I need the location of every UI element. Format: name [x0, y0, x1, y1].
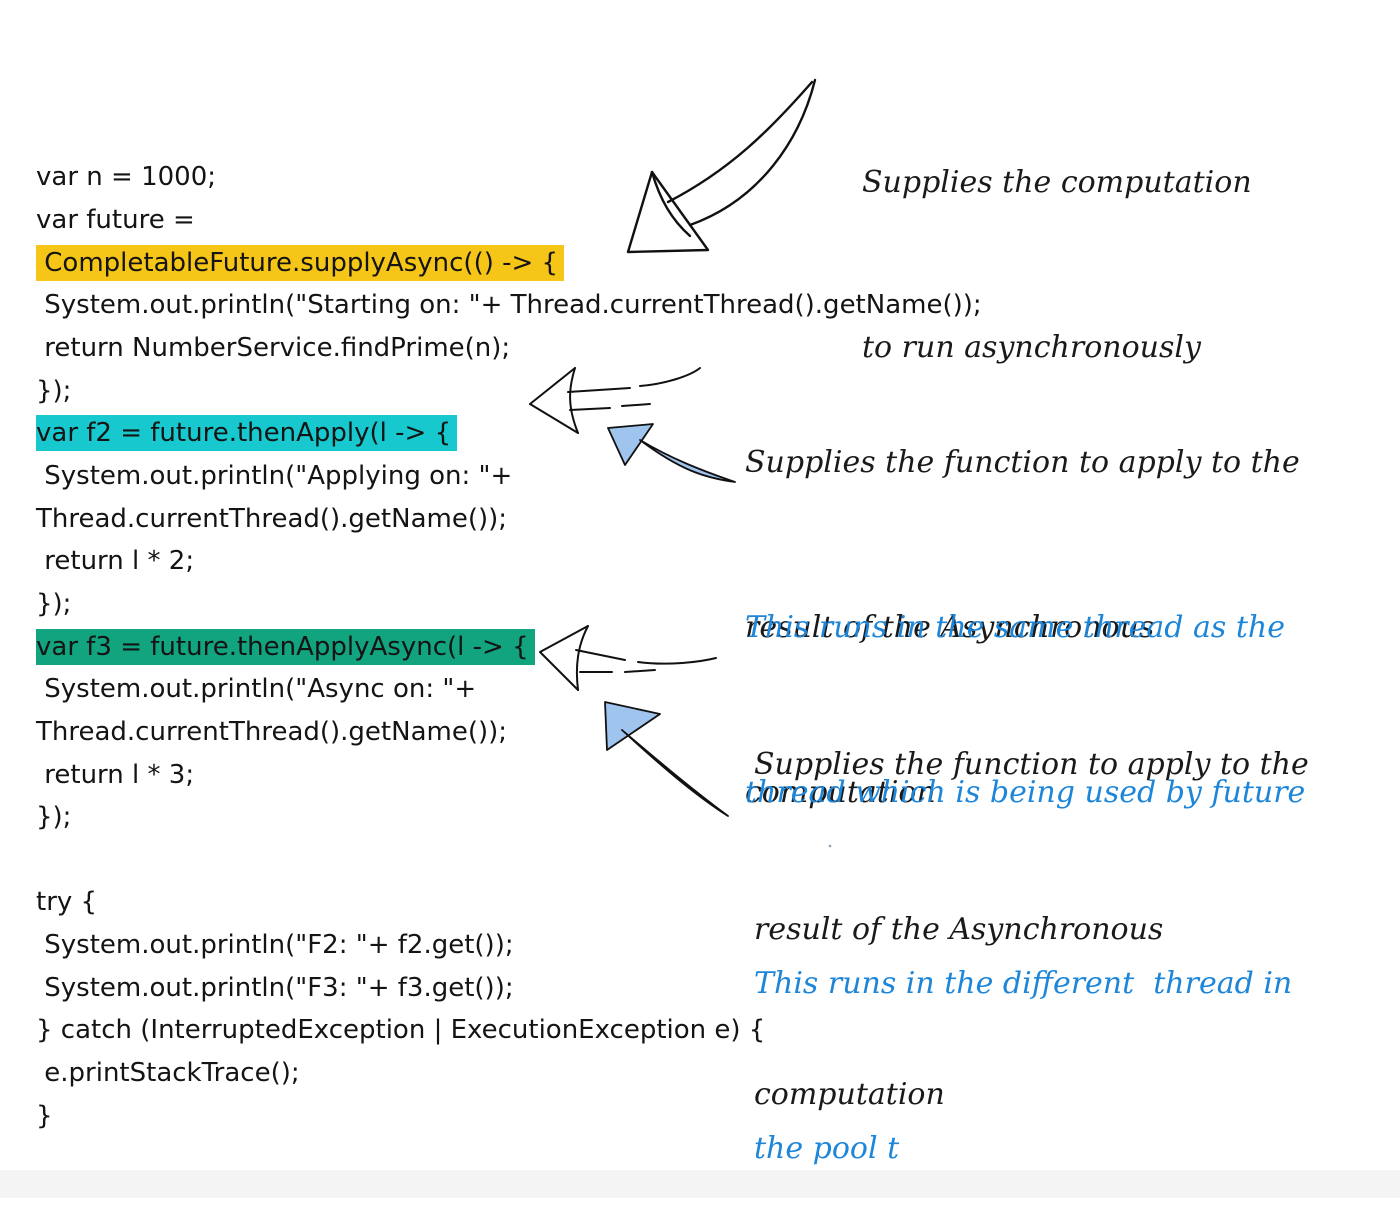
note-then-apply-async: Supplies the function to apply to the re…: [754, 627, 1309, 1177]
note-then-apply: Supplies the function to apply to the re…: [745, 325, 1300, 875]
note-line: result of the Asynchronous: [745, 610, 1155, 645]
note-line: computation: [745, 775, 936, 810]
code-line: System.out.println("Async on: "+: [36, 674, 477, 704]
note-line: This runs in the same thread as the: [745, 610, 1285, 645]
code-line-highlight-supply-async: CompletableFuture.supplyAsync(() -> {: [36, 245, 565, 281]
code-line: });: [36, 589, 72, 619]
stray-dot: [828, 844, 832, 848]
note-different-thread: This runs in the different thread in the…: [754, 846, 1292, 1231]
code-line: System.out.println("F3: "+ f3.get());: [36, 973, 514, 1003]
note-supply-async: Supplies the computation to run asynchro…: [862, 45, 1252, 430]
arrow-then-apply-async-outline: [539, 625, 717, 691]
code-line-highlight-then-apply-async: var f3 = future.thenApplyAsync(l -> {: [36, 629, 535, 665]
code-line: Thread.currentThread().getName());: [36, 717, 508, 747]
note-line: result of the Asynchronous: [754, 912, 1164, 947]
note-line: Supplies the computation: [862, 165, 1252, 200]
note-line: thread which is being used by future: [745, 775, 1306, 810]
code-line: }: [36, 1101, 53, 1131]
code-line: var future =: [36, 205, 195, 235]
arrow-supply-async: [626, 78, 817, 254]
code-line: try {: [36, 887, 98, 917]
code-line: System.out.println("F2: "+ f2.get());: [36, 930, 514, 960]
code-line: });: [36, 376, 72, 406]
note-line: This runs in the different thread in: [754, 966, 1293, 1001]
code-line-highlight-then-apply: var f2 = future.thenApply(l -> {: [36, 415, 458, 451]
code-line: var n = 1000;: [36, 162, 216, 192]
note-line: the pool t: [754, 1131, 900, 1166]
note-line: Supplies the function to apply to the: [754, 747, 1309, 782]
annotation-arrows: [529, 78, 832, 848]
note-line: computation: [754, 1077, 945, 1112]
code-line: return NumberService.findPrime(n);: [36, 333, 511, 363]
note-line: Supplies the function to apply to the: [745, 445, 1300, 480]
code-line: System.out.println("Applying on: "+: [36, 461, 513, 491]
arrow-then-apply-blue: [607, 423, 736, 483]
code-line: return l * 3;: [36, 760, 195, 790]
arrow-then-apply-outline: [529, 367, 701, 434]
code-line: return l * 2;: [36, 546, 195, 576]
note-line: to run asynchronously: [862, 330, 1201, 365]
bottom-strip: [0, 1170, 1400, 1198]
code-line: System.out.println("Starting on: "+ Thre…: [36, 290, 982, 320]
code-line: Thread.currentThread().getName());: [36, 504, 508, 534]
code-line: } catch (InterruptedException | Executio…: [36, 1015, 766, 1045]
arrow-then-apply-async-blue: [604, 701, 729, 817]
note-same-thread: This runs in the same thread as the thre…: [745, 490, 1305, 875]
code-line: e.printStackTrace();: [36, 1058, 300, 1088]
code-line: });: [36, 802, 72, 832]
